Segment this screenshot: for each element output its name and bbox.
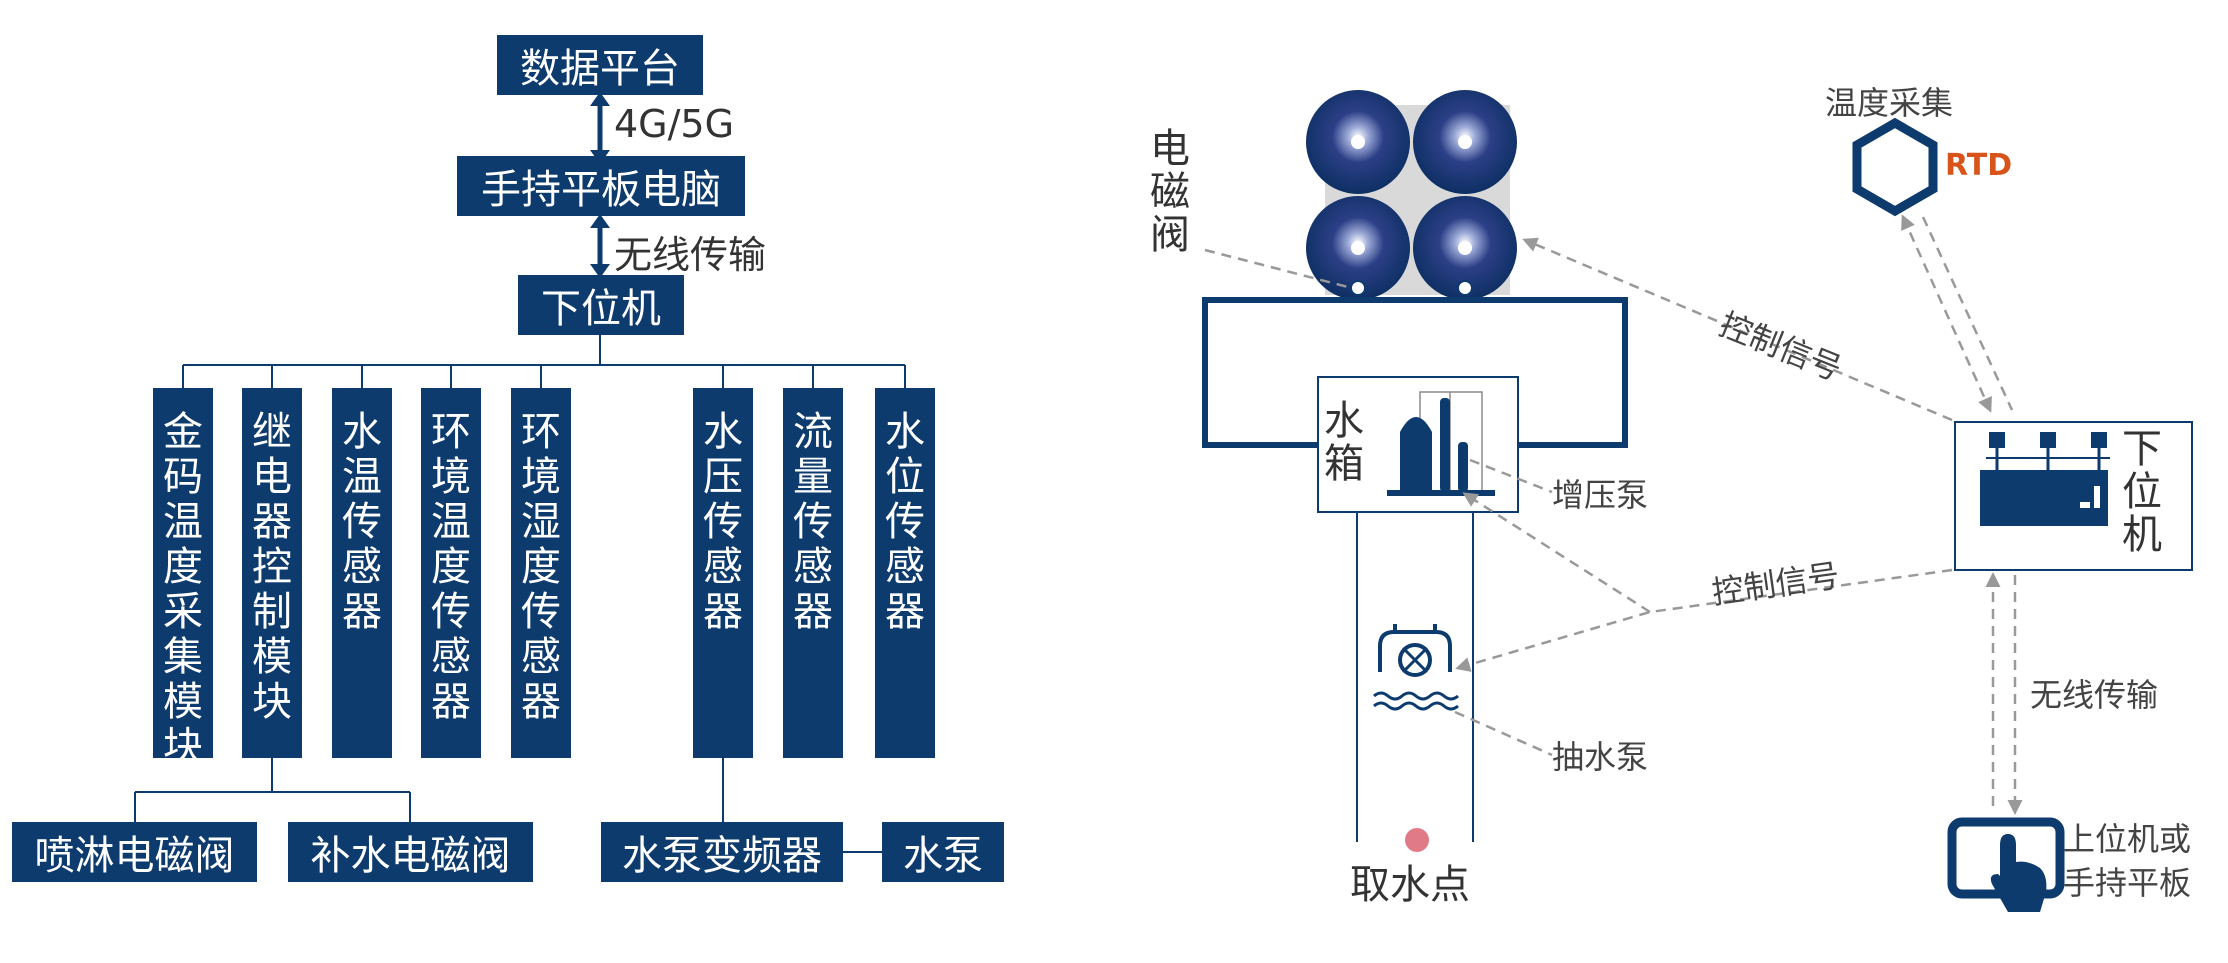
- lower-computer-box: 下位机: [518, 275, 684, 335]
- intake-dot: [1405, 828, 1429, 852]
- temp-collect-label: 温度采集: [1825, 84, 1954, 122]
- pump-inverter-box: 水泵变频器: [601, 822, 843, 882]
- spray-valve-box: 喷淋电磁阀: [12, 822, 257, 882]
- controller-device-icon: [1980, 432, 2110, 526]
- intake-point-label: 取水点: [1350, 862, 1470, 908]
- booster-pump-label: 增压泵: [1552, 476, 1649, 514]
- rtd-label: RTD: [1945, 148, 2013, 183]
- tree-connectors: [134, 92, 906, 853]
- host-tablet-label-line2: 手持平板: [2063, 864, 2192, 902]
- suction-pump-label: 抽水泵: [1552, 738, 1649, 776]
- booster-pump-icon: [1387, 391, 1495, 496]
- lower-computer-label: 下位机: [2122, 426, 2162, 558]
- module-7: 水位传感器: [875, 388, 935, 758]
- module-4: 环境湿度传感器: [511, 388, 571, 758]
- hexagon-sensor-icon: [1852, 117, 1938, 217]
- pump-box: 水泵: [882, 822, 1004, 882]
- refill-valve-box: 补水电磁阀: [288, 822, 533, 882]
- solenoid-valve-label: 电磁阀: [1150, 126, 1190, 258]
- tank-cluster: [1306, 90, 1517, 300]
- data-platform-box: 数据平台: [497, 35, 703, 95]
- module-1: 继电器控制模块: [242, 388, 302, 758]
- module-2: 水温传感器: [332, 388, 392, 758]
- tablet-hand-icon: [1947, 817, 2065, 912]
- water-tank-label: 水箱: [1324, 398, 1364, 487]
- module-6: 流量传感器: [783, 388, 843, 758]
- host-tablet-label-line1: 上位机或: [2063, 820, 2192, 858]
- link-label-wireless: 无线传输: [614, 233, 767, 277]
- link-label-4g5g: 4G/5G: [614, 102, 735, 146]
- wireless-label: 无线传输: [2030, 676, 2159, 714]
- tablet-box: 手持平板电脑: [457, 156, 745, 216]
- module-3: 环境温度传感器: [421, 388, 481, 758]
- module-0: 金码温度采集模块: [153, 388, 213, 770]
- suction-pump-icon: [1373, 624, 1459, 711]
- module-5: 水压传感器: [693, 388, 753, 758]
